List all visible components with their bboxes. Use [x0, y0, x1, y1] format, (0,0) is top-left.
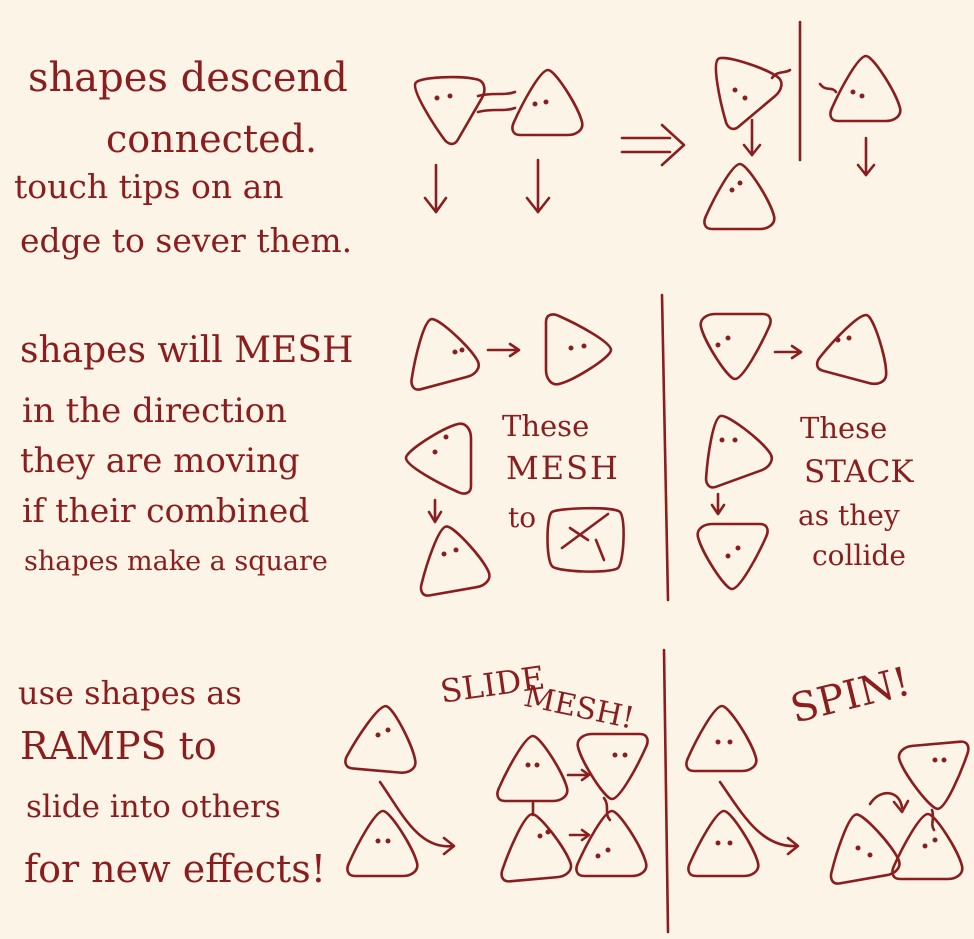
- slide-mesh-result: [495, 732, 649, 884]
- stack-label-line2: STACK: [804, 454, 914, 490]
- panel3-body-line3: slide into others: [26, 789, 281, 825]
- panel2-body-line4: if their combined: [22, 491, 310, 530]
- severed-pair: [689, 35, 902, 231]
- meshed-square: [546, 506, 625, 573]
- panel1-body-line1: touch tips on an: [14, 167, 284, 206]
- connected-pair: [396, 51, 584, 148]
- slide-ramp-demo: [343, 701, 456, 878]
- stack-horizontal: [699, 304, 902, 389]
- mesh-horizontal: [395, 308, 613, 393]
- panel2-body-line1: shapes will MESH: [20, 330, 354, 371]
- spin-result: [819, 739, 974, 887]
- panel2-body-line3: they are moving: [20, 441, 300, 481]
- spin-ramp-demo: [685, 704, 800, 878]
- panel1-body-line2: edge to sever them.: [20, 221, 353, 260]
- mesh-vertical: [404, 422, 493, 599]
- implies-arrow: [620, 123, 686, 167]
- stack-label-line1: These: [800, 411, 888, 445]
- stack-label-line3: as they: [798, 499, 900, 532]
- panel2-body-line5: shapes make a square: [24, 546, 328, 577]
- divider-bottom: [662, 648, 670, 934]
- mesh-label-line3: to: [508, 501, 537, 534]
- panel1-title-line2: connected.: [106, 117, 318, 161]
- divider-middle: [660, 293, 670, 602]
- mesh-label-line2: MESH: [506, 449, 620, 487]
- descend-arrows-pair: [423, 158, 551, 214]
- panel2-body-line2: in the direction: [22, 391, 288, 431]
- stack-vertical: [685, 403, 777, 591]
- panel3-body-line1: use shapes as: [18, 674, 242, 712]
- panel3-body-line2: RAMPS to: [20, 724, 217, 768]
- stack-label-line4: collide: [812, 539, 906, 572]
- mesh-label-line1: These: [502, 409, 590, 443]
- panel3-body-line4: for new effects!: [24, 847, 327, 891]
- panel1-title-line1: shapes descend: [28, 55, 348, 101]
